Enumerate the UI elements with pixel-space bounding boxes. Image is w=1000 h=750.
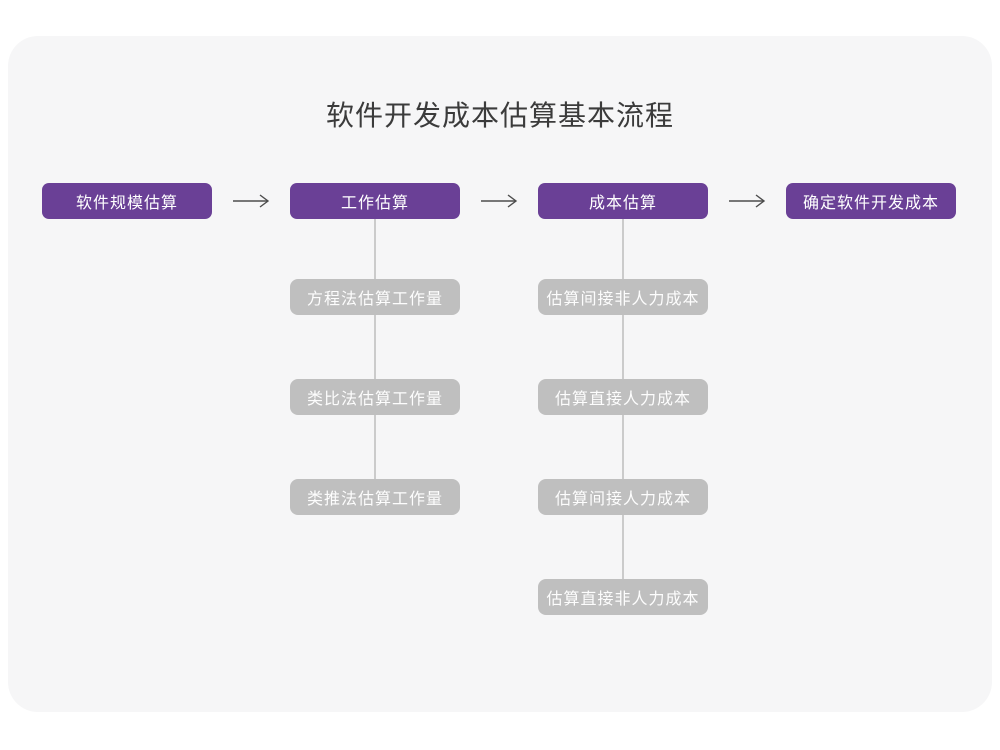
connector-line-work bbox=[374, 219, 376, 491]
sub-node-indirect-non-labor-cost: 估算间接非人力成本 bbox=[538, 279, 708, 315]
sub-node-indirect-labor-cost: 估算间接人力成本 bbox=[538, 479, 708, 515]
diagram-card bbox=[8, 36, 992, 712]
sub-node-direct-labor-cost: 估算直接人力成本 bbox=[538, 379, 708, 415]
flow-node-cost-estimation: 成本估算 bbox=[538, 183, 708, 219]
arrow-right-icon bbox=[480, 194, 518, 208]
flow-node-determine-dev-cost: 确定软件开发成本 bbox=[786, 183, 956, 219]
arrow-right-icon bbox=[232, 194, 270, 208]
flow-node-software-scale-estimation: 软件规模估算 bbox=[42, 183, 212, 219]
diagram-title: 软件开发成本估算基本流程 bbox=[325, 100, 674, 131]
sub-node-direct-non-labor-cost: 估算直接非人力成本 bbox=[538, 579, 708, 615]
arrow-right-icon bbox=[728, 194, 766, 208]
sub-node-equation-method: 方程法估算工作量 bbox=[290, 279, 460, 315]
sub-node-analogy-method: 类比法估算工作量 bbox=[290, 379, 460, 415]
flow-node-work-estimation: 工作估算 bbox=[290, 183, 460, 219]
sub-node-extrapolation-method: 类推法估算工作量 bbox=[290, 479, 460, 515]
